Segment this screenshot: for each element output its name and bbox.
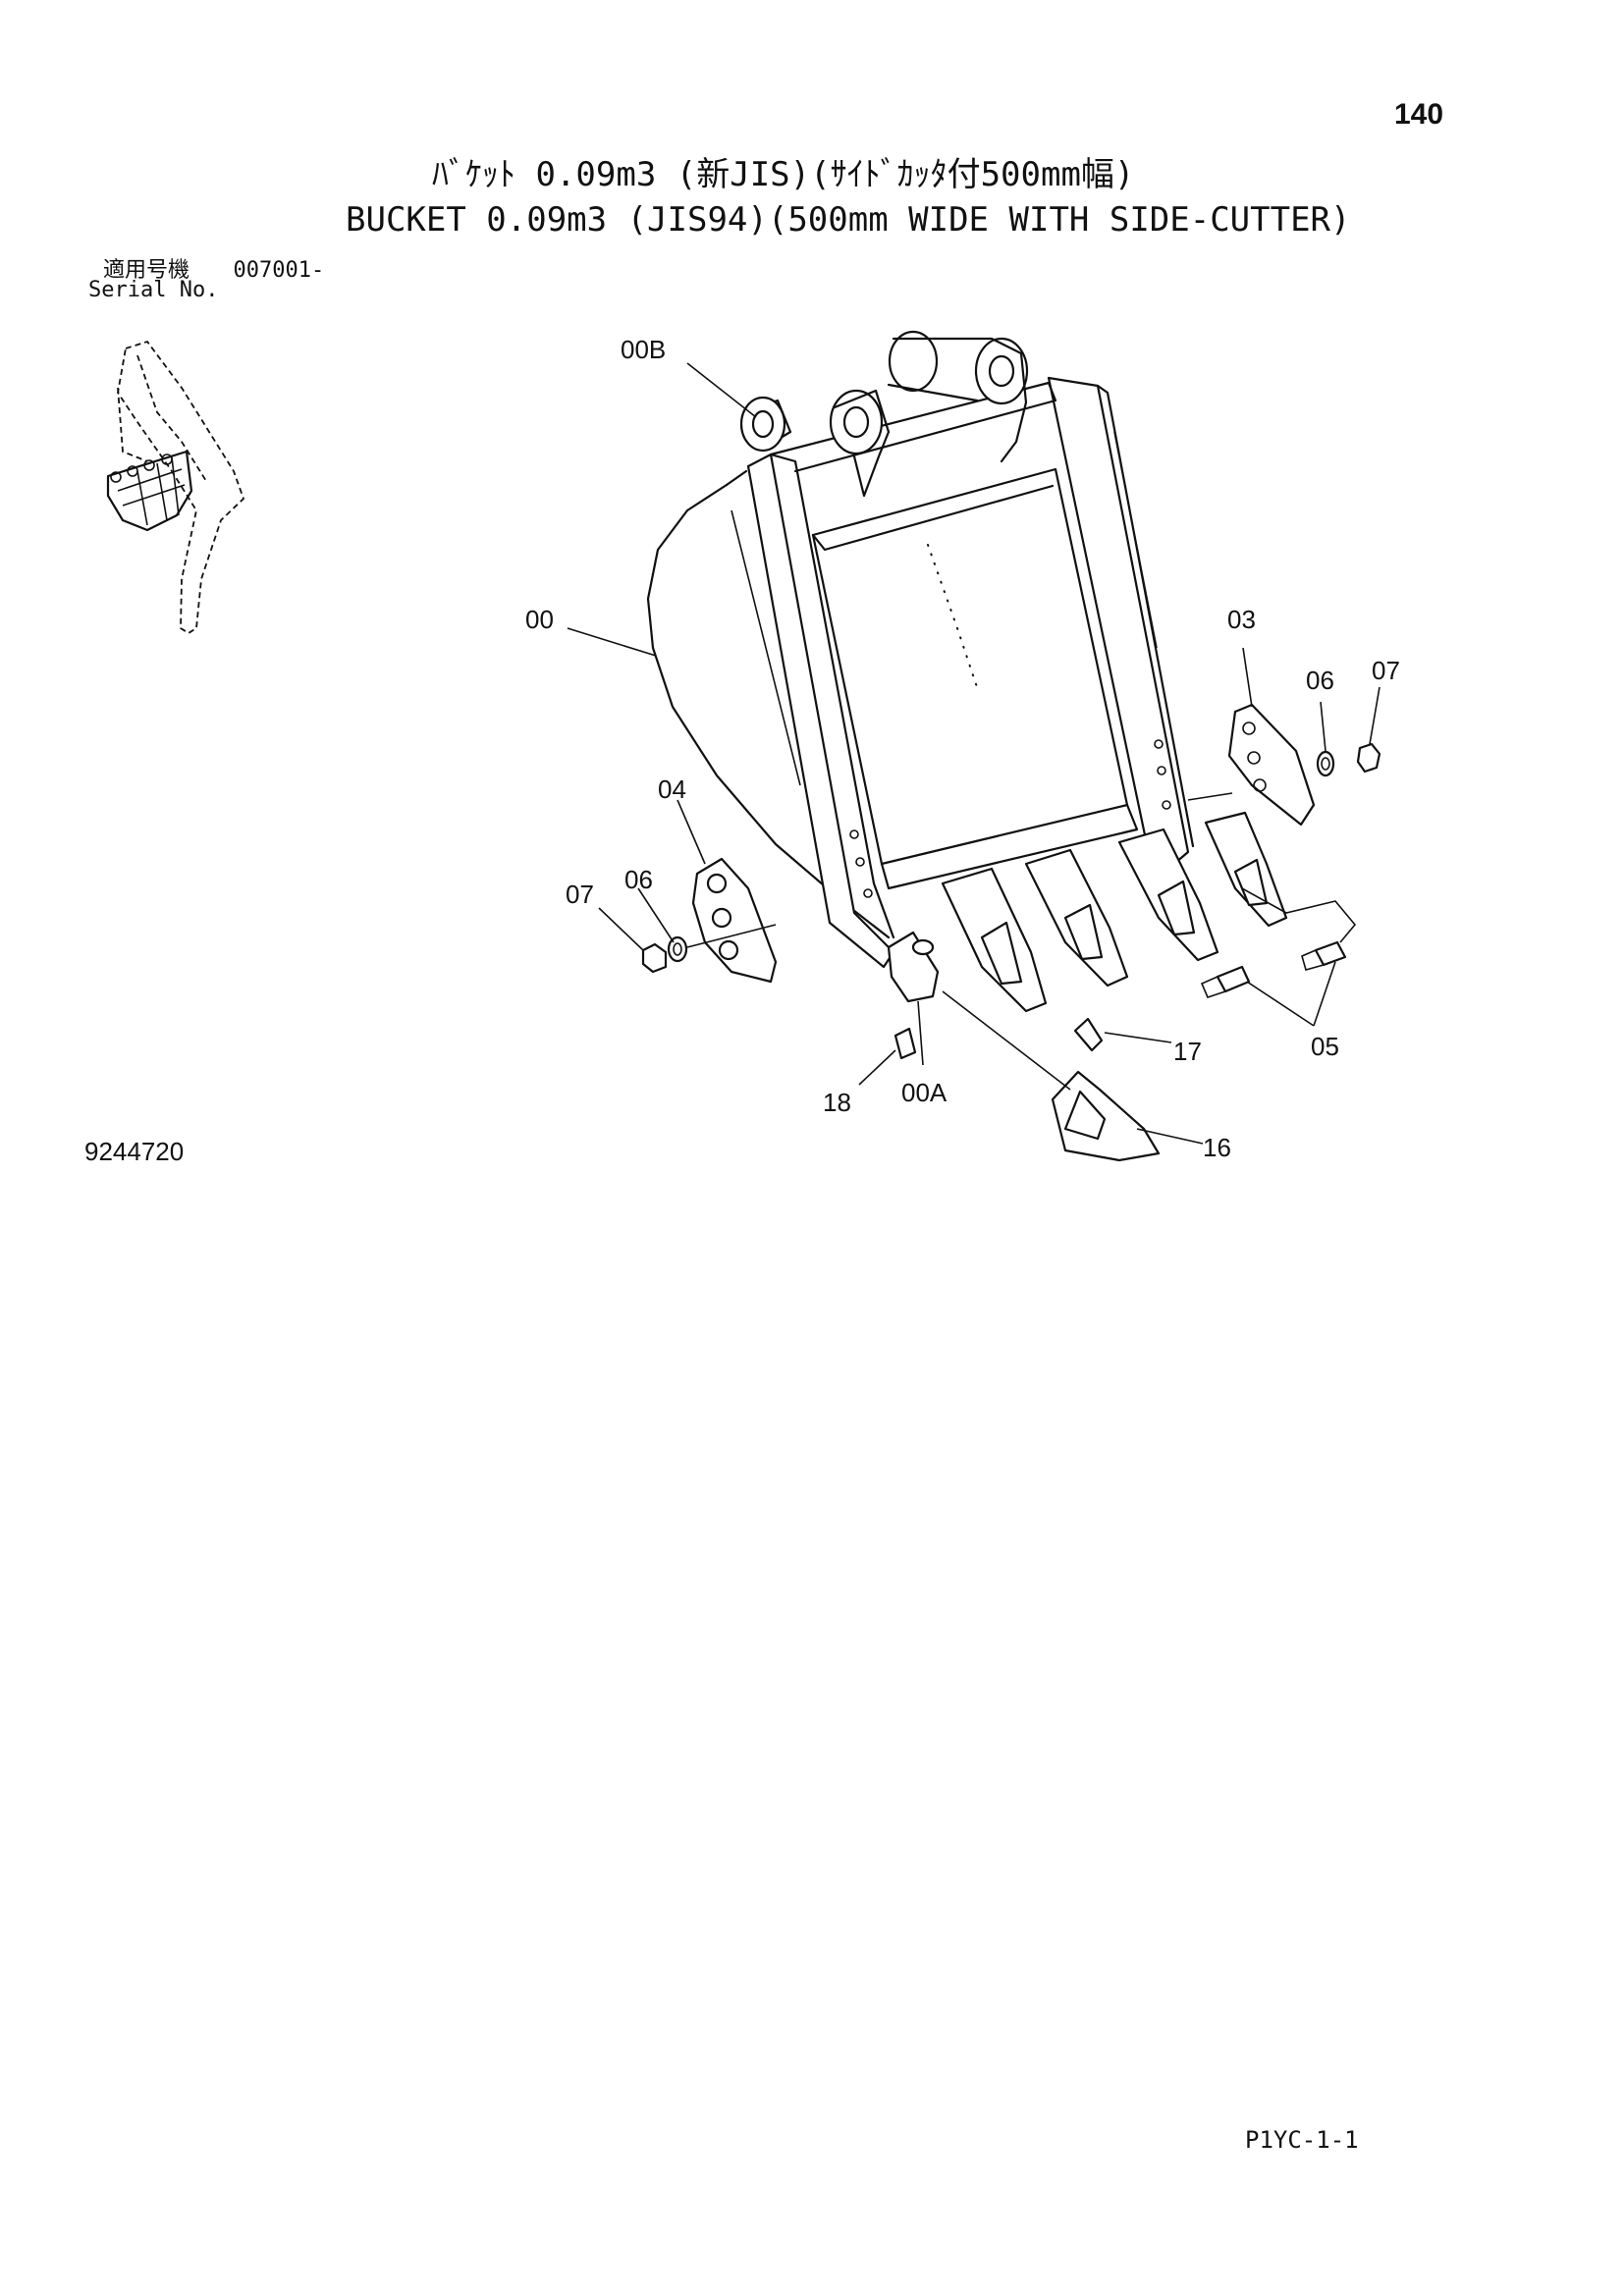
bucket-teeth bbox=[887, 811, 1288, 1013]
callout-06-right: 06 bbox=[1306, 666, 1334, 695]
arm-thumbnail-illustration bbox=[106, 340, 245, 635]
serial-label-japanese: 適用号機 007001- bbox=[103, 252, 324, 284]
bucket-assembly bbox=[646, 330, 1195, 969]
side-cutter-right bbox=[1187, 703, 1316, 827]
title-english: BUCKET 0.09m3 (JIS94)(500mm WIDE WITH SI… bbox=[346, 200, 1351, 240]
serial-label-english: Serial No. bbox=[88, 278, 219, 302]
callout-17: 17 bbox=[1173, 1037, 1202, 1066]
drawing-number: 9244720 bbox=[84, 1137, 185, 1166]
callout-07-left: 07 bbox=[566, 880, 594, 909]
page-code: P1YC-1-1 bbox=[1245, 2126, 1359, 2154]
page-number: 140 bbox=[1394, 98, 1444, 131]
washer-and-nut-right bbox=[1316, 742, 1381, 777]
callout-03: 03 bbox=[1227, 605, 1256, 634]
replacement-tooth-and-pins bbox=[893, 1017, 1161, 1162]
callout-06-left: 06 bbox=[624, 865, 653, 894]
callout-07-right: 07 bbox=[1372, 656, 1400, 685]
callout-18: 18 bbox=[823, 1088, 851, 1117]
leader-lines bbox=[567, 362, 1380, 1145]
bolts bbox=[1200, 887, 1357, 998]
callout-labels: 00B 00 03 06 07 04 07 06 17 05 18 00A 16 bbox=[525, 335, 1400, 1162]
serial-label-jp-text: 適用号機 bbox=[103, 258, 190, 283]
serial-number-range: 007001- bbox=[233, 258, 325, 283]
callout-00A: 00A bbox=[901, 1078, 947, 1107]
title-japanese: ﾊﾞｹｯﾄ 0.09m3 (新JIS)(ｻｲﾄﾞｶｯﾀ付500mm幅) bbox=[432, 155, 1135, 194]
side-cutter-left bbox=[691, 857, 778, 984]
callout-04: 04 bbox=[658, 774, 686, 804]
callout-05: 05 bbox=[1311, 1032, 1339, 1061]
callout-00: 00 bbox=[525, 605, 554, 634]
callout-00B: 00B bbox=[621, 335, 666, 364]
washer-and-nut-left bbox=[641, 924, 777, 974]
callout-16: 16 bbox=[1203, 1133, 1231, 1162]
